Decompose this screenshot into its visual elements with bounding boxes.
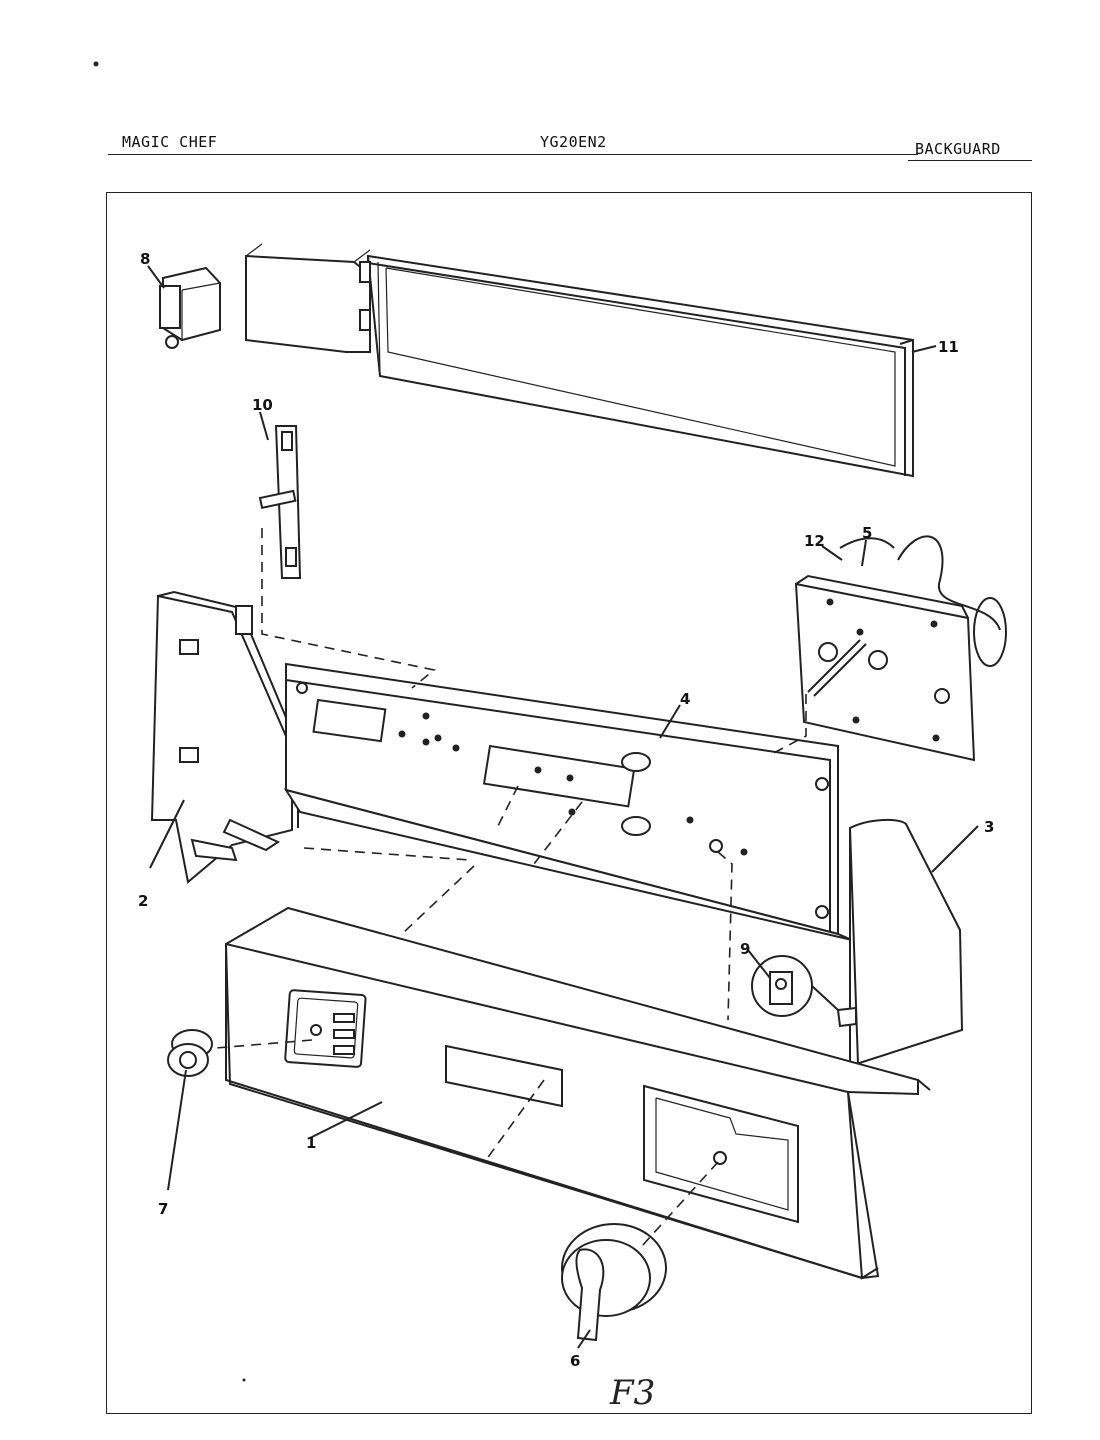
leader-6: [577, 1329, 591, 1349]
leader-3: [931, 825, 979, 873]
callout-7: 7: [158, 1200, 168, 1218]
part-9-clip: [751, 955, 839, 1017]
callout-10: 10: [252, 396, 273, 414]
leader-12: [821, 545, 843, 561]
callout-3: 3: [984, 818, 994, 836]
speck: [93, 61, 99, 67]
guide-panel-right: [533, 801, 583, 865]
part-6-control-knob: [561, 1223, 667, 1342]
part-7-push-button: [167, 1029, 213, 1077]
leader-2: [149, 799, 185, 869]
header-rule-left: [108, 154, 238, 155]
guide-panel-bottom: [303, 847, 471, 861]
callout-1: 1: [306, 1134, 316, 1152]
callout-12: 12: [804, 532, 825, 550]
handwritten-mark: F3: [609, 1373, 655, 1413]
callout-4: 4: [680, 690, 690, 708]
leader-9: [747, 949, 771, 979]
callout-2: 2: [138, 892, 148, 910]
guide-part-10: [261, 528, 436, 689]
header-rule-right: [908, 160, 1032, 161]
callout-9: 9: [740, 940, 750, 958]
callout-11: 11: [938, 338, 959, 356]
leader-7: [167, 1069, 187, 1191]
header-rule-middle: [238, 154, 918, 155]
callout-5: 5: [862, 524, 872, 542]
part-2-left-end-cap: [150, 590, 299, 884]
leader-8: [147, 265, 165, 289]
guide-part-6: [641, 1161, 719, 1247]
part-1-control-panel: [225, 906, 931, 1280]
guide-panel-left: [403, 865, 475, 933]
leader-10: [259, 411, 269, 441]
leader-4: [659, 704, 681, 739]
callout-6: 6: [570, 1352, 580, 1370]
part-8-relay: [159, 266, 221, 349]
section-title: BACKGUARD: [915, 140, 1001, 158]
model-number: YG20EN2: [540, 133, 607, 151]
guide-part-9: [717, 851, 733, 1021]
part-3-right-end-cap: [836, 818, 964, 1068]
part-11-trim-strip: [366, 254, 914, 478]
leader-1: [309, 1101, 383, 1139]
brand-label: MAGIC CHEF: [122, 133, 218, 151]
guide-panel-mid: [495, 785, 519, 831]
part-10-switch: [245, 243, 371, 579]
callout-8: 8: [140, 250, 150, 268]
leader-5: [861, 539, 867, 567]
speck: [242, 1378, 246, 1382]
guide-part-5: [767, 694, 807, 757]
part-5-thermostat: [794, 535, 1007, 762]
diagram-frame: [106, 192, 1032, 1414]
leader-11: [911, 345, 937, 353]
part-4-mounting-panel: [283, 662, 853, 941]
